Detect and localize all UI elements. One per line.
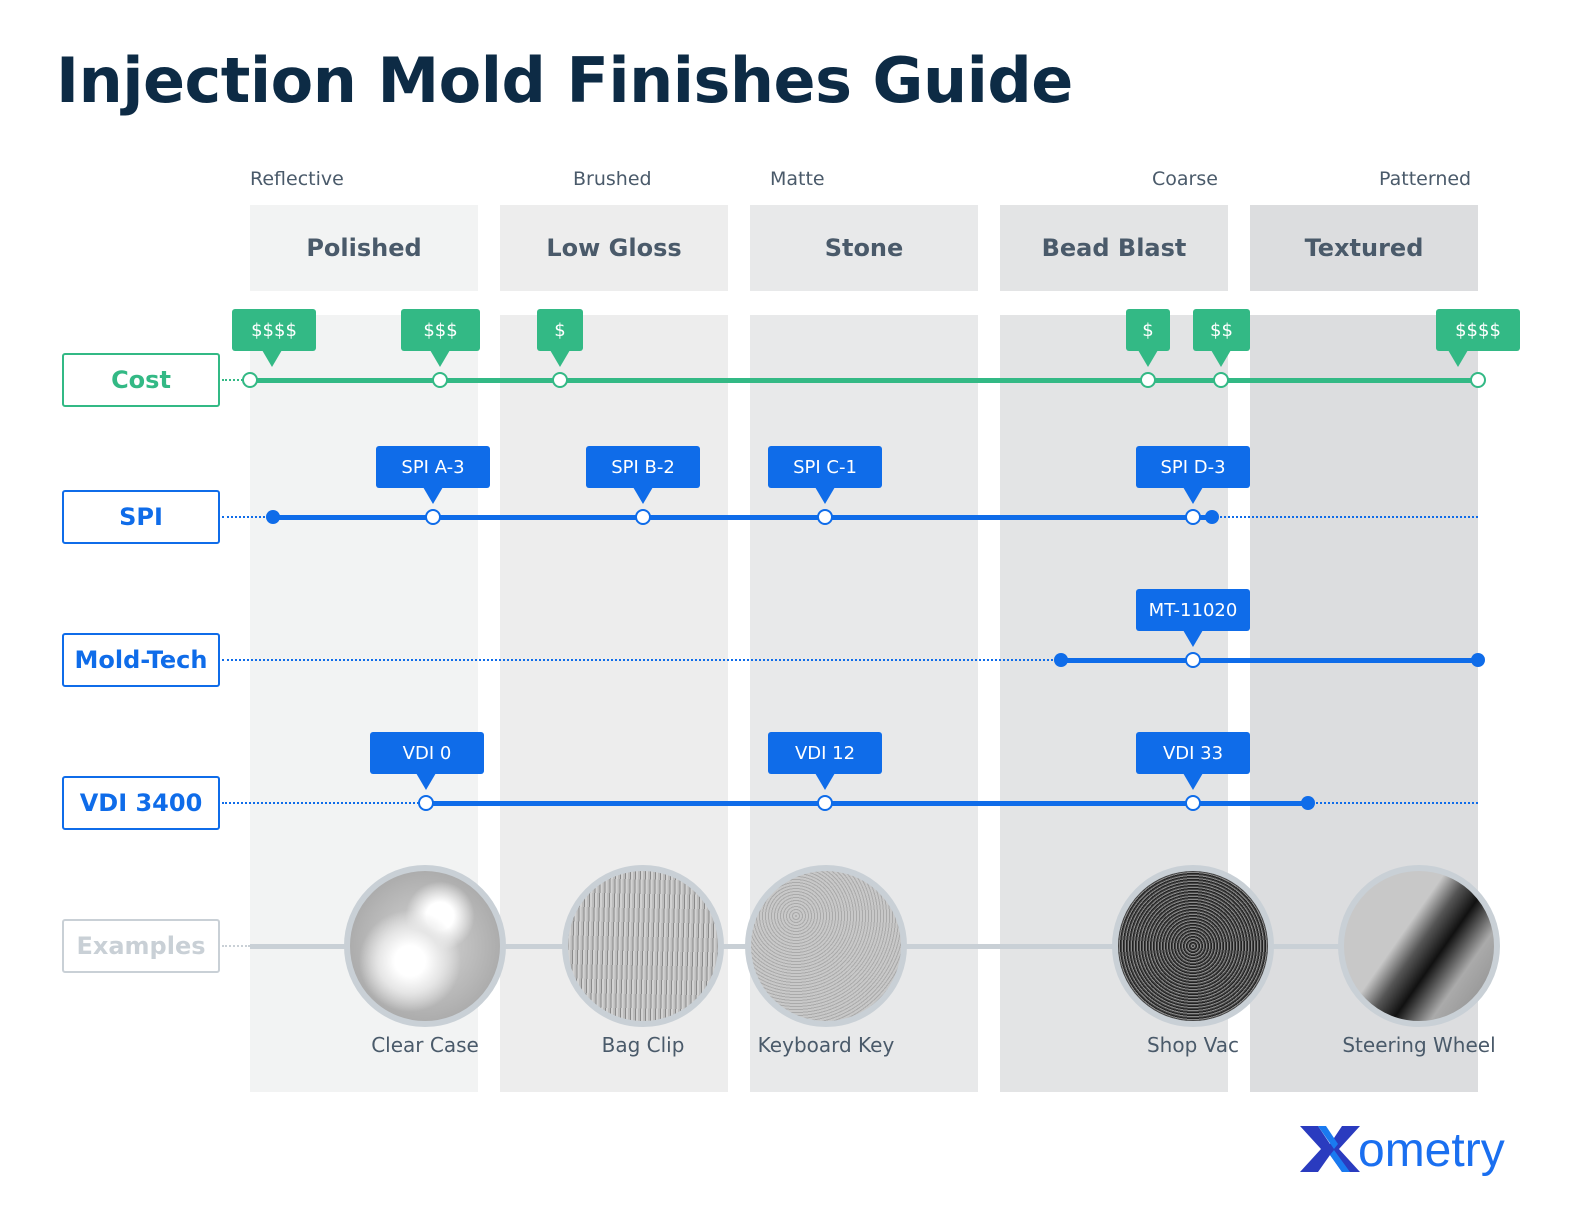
marker-dot <box>1140 372 1156 388</box>
tag-pointer <box>1183 630 1203 647</box>
example-image-3 <box>1112 865 1274 1027</box>
example-image-4 <box>1338 865 1500 1027</box>
marker-dot <box>817 509 833 525</box>
tag-cost: $ <box>537 309 583 351</box>
column-header-2: Stone <box>750 205 978 291</box>
column-header-4: Textured <box>1250 205 1478 291</box>
marker-dot <box>1185 795 1201 811</box>
marker-dot <box>418 795 434 811</box>
tag-spi: SPI C-1 <box>768 446 882 488</box>
tag-vdi: VDI 33 <box>1136 732 1250 774</box>
tag-pointer <box>1183 487 1203 504</box>
tag-cost: $$$ <box>401 309 480 351</box>
scale-line <box>1061 657 1478 663</box>
row-label-moldtech: Mold-Tech <box>62 633 220 687</box>
tag-pointer <box>550 350 570 367</box>
endpoint-dot <box>1205 510 1219 524</box>
endpoint-dot <box>266 510 280 524</box>
category-label: Matte <box>770 168 825 190</box>
marker-dot <box>1185 509 1201 525</box>
tag-spi: SPI D-3 <box>1136 446 1250 488</box>
dotted-line <box>222 802 426 804</box>
tag-vdi: VDI 12 <box>768 732 882 774</box>
endpoint-dot <box>1054 653 1068 667</box>
marker-dot <box>425 509 441 525</box>
tag-pointer <box>815 773 835 790</box>
tag-cost: $$ <box>1193 309 1250 351</box>
tag-pointer <box>416 773 436 790</box>
dotted-line <box>222 379 250 381</box>
tag-vdi: VDI 0 <box>370 732 484 774</box>
tag-pointer <box>1448 350 1468 367</box>
dotted-line <box>1212 516 1478 518</box>
endpoint-dot <box>1301 796 1315 810</box>
tag-cost: $$$$ <box>1436 309 1520 351</box>
svg-text:ometry: ometry <box>1358 1124 1505 1177</box>
category-label: Patterned <box>1379 168 1472 190</box>
dotted-line <box>1308 802 1478 804</box>
tag-cost: $ <box>1126 309 1170 351</box>
dotted-line <box>222 659 1061 661</box>
row-label-spi: SPI <box>62 490 220 544</box>
tag-pointer <box>1138 350 1158 367</box>
page-title: Injection Mold Finishes Guide <box>56 44 1073 117</box>
tag-pointer <box>423 487 443 504</box>
endpoint-dot <box>1471 653 1485 667</box>
marker-dot <box>432 372 448 388</box>
tag-cost: $$$$ <box>232 309 316 351</box>
example-label: Shop Vac <box>1146 1033 1240 1057</box>
tag-pointer <box>633 487 653 504</box>
scale-line <box>426 800 1308 806</box>
category-label: Coarse <box>1152 168 1218 190</box>
example-image-0 <box>344 865 506 1027</box>
tag-pointer <box>430 350 450 367</box>
scale-line <box>273 514 1212 520</box>
row-label-cost: Cost <box>62 353 220 407</box>
example-label: Clear Case <box>371 1033 479 1057</box>
column-header-3: Bead Blast <box>1000 205 1228 291</box>
marker-dot <box>552 372 568 388</box>
tag-moldtech: MT-11020 <box>1136 589 1250 631</box>
example-label: Keyboard Key <box>757 1033 895 1057</box>
marker-dot <box>817 795 833 811</box>
category-label: Reflective <box>250 168 344 190</box>
column-header-0: Polished <box>250 205 478 291</box>
tag-spi: SPI A-3 <box>376 446 490 488</box>
tag-spi: SPI B-2 <box>586 446 700 488</box>
scale-line <box>250 377 1478 383</box>
example-label: Bag Clip <box>601 1033 685 1057</box>
marker-dot <box>1185 652 1201 668</box>
tag-pointer <box>1211 350 1231 367</box>
xometry-logo: ometry <box>1296 1120 1516 1182</box>
marker-dot <box>1470 372 1486 388</box>
row-label-examples: Examples <box>62 919 220 973</box>
tag-pointer <box>262 350 282 367</box>
marker-dot <box>242 372 258 388</box>
dotted-line <box>222 516 273 518</box>
category-label: Brushed <box>573 168 652 190</box>
marker-dot <box>635 509 651 525</box>
row-label-vdi: VDI 3400 <box>62 776 220 830</box>
marker-dot <box>1213 372 1229 388</box>
example-image-1 <box>562 865 724 1027</box>
dotted-line <box>222 945 250 947</box>
example-label: Steering Wheel <box>1342 1033 1496 1057</box>
tag-pointer <box>815 487 835 504</box>
example-image-2 <box>745 865 907 1027</box>
column-header-1: Low Gloss <box>500 205 728 291</box>
tag-pointer <box>1183 773 1203 790</box>
